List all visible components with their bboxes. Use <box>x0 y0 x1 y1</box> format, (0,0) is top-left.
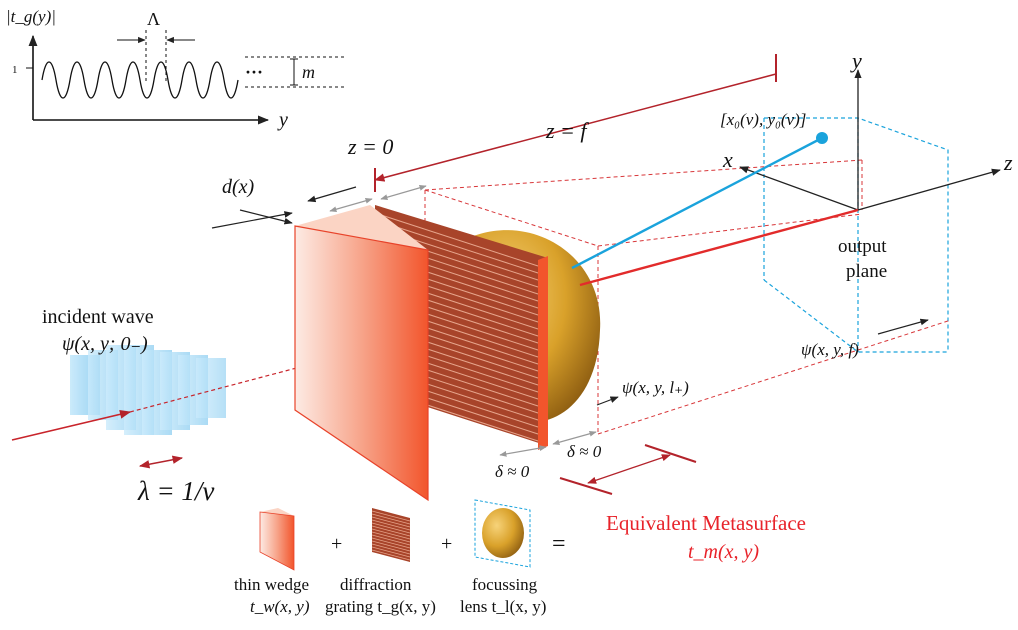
incident-label-2: ψ(x, y; 0₋) <box>62 333 148 355</box>
delta-label-2: δ ≈ 0 <box>567 442 602 461</box>
legend-grating-stripe <box>371 543 411 555</box>
legend-plus-1: + <box>331 533 342 555</box>
axis-z-label: z <box>1003 150 1013 175</box>
psi-l-pointer <box>596 396 619 406</box>
psi-f-pointer <box>877 318 929 335</box>
delta-arrow-2 <box>552 430 597 446</box>
legend-grating-stripe <box>371 537 411 549</box>
output-plane-label-1: output <box>838 236 887 257</box>
l-plus-tick-bottom <box>559 477 613 495</box>
l-plus-arrow <box>587 454 671 484</box>
steered-ray <box>571 136 823 270</box>
grating-stripe <box>374 219 539 274</box>
legend-wedge-label-1: thin wedge <box>234 575 309 594</box>
output-plane-label-2: plane <box>846 261 887 282</box>
wavelength-arrow <box>138 455 184 469</box>
legend-wedge-icon <box>259 508 295 571</box>
legend-grating-stripe <box>371 513 411 525</box>
axis-x-line <box>739 166 859 211</box>
axis-x-label: x <box>722 147 733 172</box>
d-x-label: d(x) <box>222 176 255 198</box>
inset-plot: |t_g(y)| 1 Λ y m ··· <box>6 7 346 131</box>
legend-grating-label-1: diffraction <box>340 575 412 594</box>
incident-label-1: incident wave <box>42 306 154 328</box>
z-0-label: z = 0 <box>347 134 393 159</box>
metasurface-symbol: t_m(x, y) <box>688 541 759 563</box>
inset-ylabel: |t_g(y)| <box>6 7 56 26</box>
legend-grating-stripe <box>371 534 411 546</box>
focus-point <box>816 132 828 144</box>
z-f-label: z = f <box>545 118 589 143</box>
propagation-box <box>424 159 952 435</box>
legend-grating-stripe <box>371 546 411 558</box>
metasurface-label: Equivalent Metasurface <box>606 511 806 535</box>
d-arrow-in <box>239 209 293 225</box>
legend-lens-label-2: lens t_l(x, y) <box>460 597 546 616</box>
z-f-dimension <box>373 73 777 182</box>
inset-period-label: Λ <box>147 9 160 29</box>
focused-ray <box>579 208 859 287</box>
psi-f-label: ψ(x, y, f) <box>801 340 859 359</box>
inset-wave <box>41 61 239 99</box>
legend-grating-stripe <box>371 531 411 543</box>
legend-wedge-label-2: t_w(x, y) <box>250 597 310 616</box>
gap-arrow-2 <box>380 185 427 200</box>
delta-arrow-1 <box>499 445 547 457</box>
incident-beam-arrow <box>11 409 132 441</box>
legend-grating-stripe <box>371 528 411 540</box>
d-arrow-out <box>307 186 357 203</box>
grating-stripe <box>374 212 539 267</box>
wedge <box>294 205 429 502</box>
legend-equals: = <box>552 531 566 557</box>
d-arrow-low <box>211 211 293 229</box>
l-plus-tick-top <box>644 444 697 463</box>
legend-grating-stripe <box>371 516 411 528</box>
legend-grating-stripe <box>371 549 411 561</box>
gap-arrow-1 <box>329 198 373 212</box>
wavelength-label: λ = 1/ν <box>137 476 214 506</box>
inset-xlabel: y <box>277 109 288 131</box>
axis-z-line <box>857 168 1001 211</box>
incident-wave-packet <box>70 345 226 435</box>
legend-grating-label-2: grating t_g(x, y) <box>325 597 436 616</box>
legend-lens-label-1: focussing <box>472 575 538 594</box>
inset-ellipsis: ··· <box>245 62 263 82</box>
psi-l-label: ψ(x, y, l₊) <box>622 378 689 397</box>
legend-grating-icon <box>371 508 411 562</box>
output-axes: y x z <box>722 48 1013 211</box>
inset-tick-label: 1 <box>12 64 18 76</box>
legend-lens-icon <box>474 499 531 568</box>
legend-grating-stripe <box>371 540 411 552</box>
legend-plus-2: + <box>441 533 452 555</box>
legend-grating-stripe <box>371 510 411 522</box>
inset-m-label: m <box>302 62 315 82</box>
legend-grating-stripe <box>371 519 411 531</box>
legend-grating-stripe <box>371 522 411 534</box>
axis-y-label: y <box>850 48 862 73</box>
legend-grating-stripe <box>371 525 411 537</box>
point-label: [x₀(ν), y₀(ν)] <box>720 110 806 129</box>
delta-label-1: δ ≈ 0 <box>495 462 530 481</box>
